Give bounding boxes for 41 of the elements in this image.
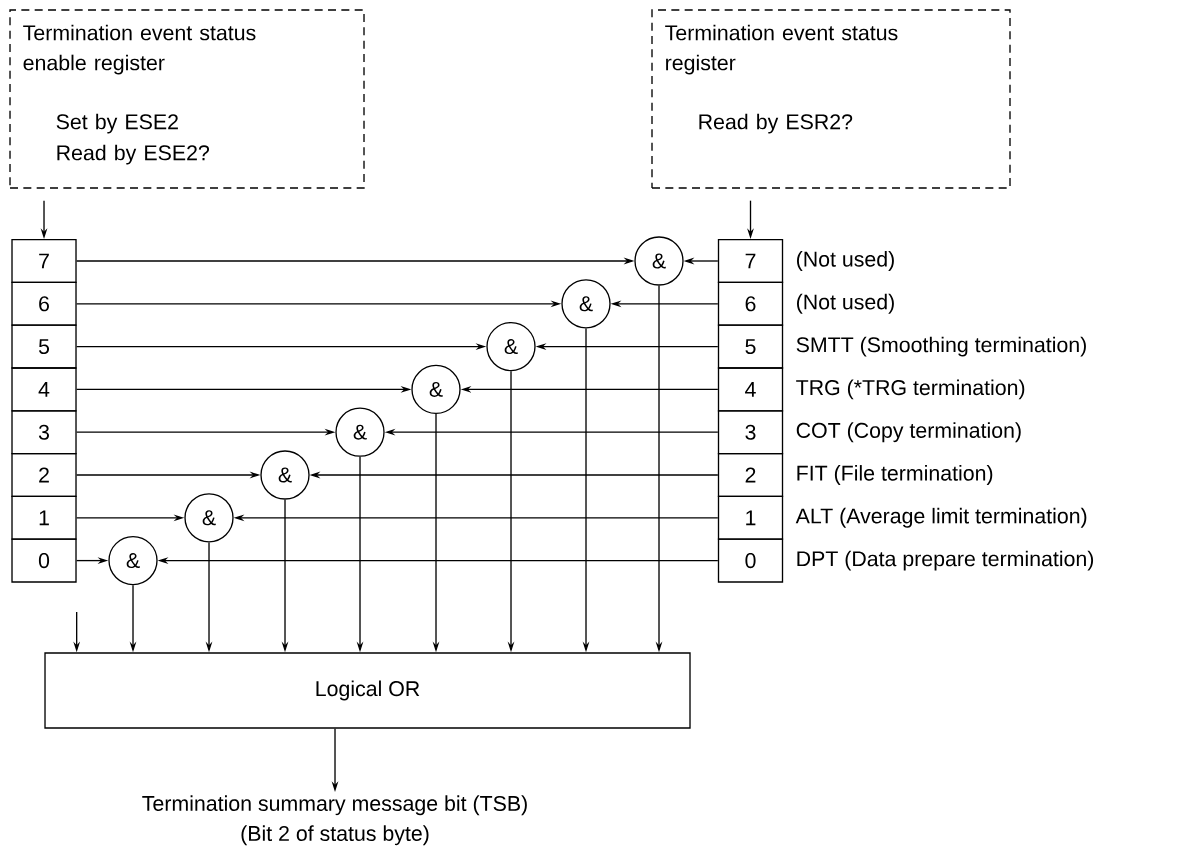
- register-note: Read by ESR2?: [699, 113, 853, 134]
- and-gate: &: [561, 279, 611, 329]
- bit-cell: 1: [11, 495, 77, 540]
- bit-cell: 5: [717, 324, 784, 369]
- bit-cell: 6: [717, 281, 784, 326]
- output-text: Termination summary message bit (TSB) (Bit 2 of status byte): [142, 795, 527, 846]
- bit-description: DPT (Data prepare termination): [797, 550, 1094, 571]
- register-box: [9, 9, 365, 189]
- and-gate: &: [108, 535, 158, 586]
- bit-cell: 4: [11, 367, 77, 412]
- bit-cell: 0: [11, 538, 77, 583]
- bit-description: SMTT (Smoothing termination): [796, 336, 1086, 357]
- bit-description: COT (Copy termination): [796, 422, 1021, 443]
- and-gate: &: [184, 493, 234, 543]
- bit-cell: 3: [11, 410, 77, 455]
- and-gate: &: [335, 407, 385, 457]
- bit-cell: 7: [11, 238, 77, 284]
- bit-cell: 3: [717, 410, 784, 455]
- bit-description: (Not used): [797, 293, 894, 314]
- and-gate: &: [260, 450, 310, 500]
- register-title: Termination event status enable register: [23, 24, 256, 75]
- register-note: Set by ESE2: [56, 113, 178, 134]
- and-gate: &: [411, 364, 461, 415]
- register-note: Read by ESE2?: [57, 144, 209, 165]
- bit-cell: 6: [11, 281, 77, 326]
- bit-cell: 5: [11, 324, 77, 369]
- bit-description: (Not used): [797, 251, 894, 271]
- register-box: [651, 9, 1011, 189]
- and-gate: &: [486, 321, 536, 372]
- bit-description: ALT (Average limit termination): [795, 507, 1087, 528]
- or-box: Logical OR: [44, 652, 691, 729]
- bit-description: FIT (File termination): [797, 465, 993, 485]
- and-gate: &: [634, 236, 684, 286]
- bit-cell: 4: [717, 367, 784, 412]
- bit-cell: 0: [717, 538, 784, 583]
- bit-cell: 7: [717, 238, 784, 284]
- register-title: Termination event status register: [665, 24, 898, 75]
- bit-cell: 1: [717, 495, 784, 540]
- bit-description: TRG (*TRG termination): [796, 379, 1025, 400]
- bit-cell: 2: [11, 452, 77, 498]
- bit-cell: 2: [717, 452, 784, 498]
